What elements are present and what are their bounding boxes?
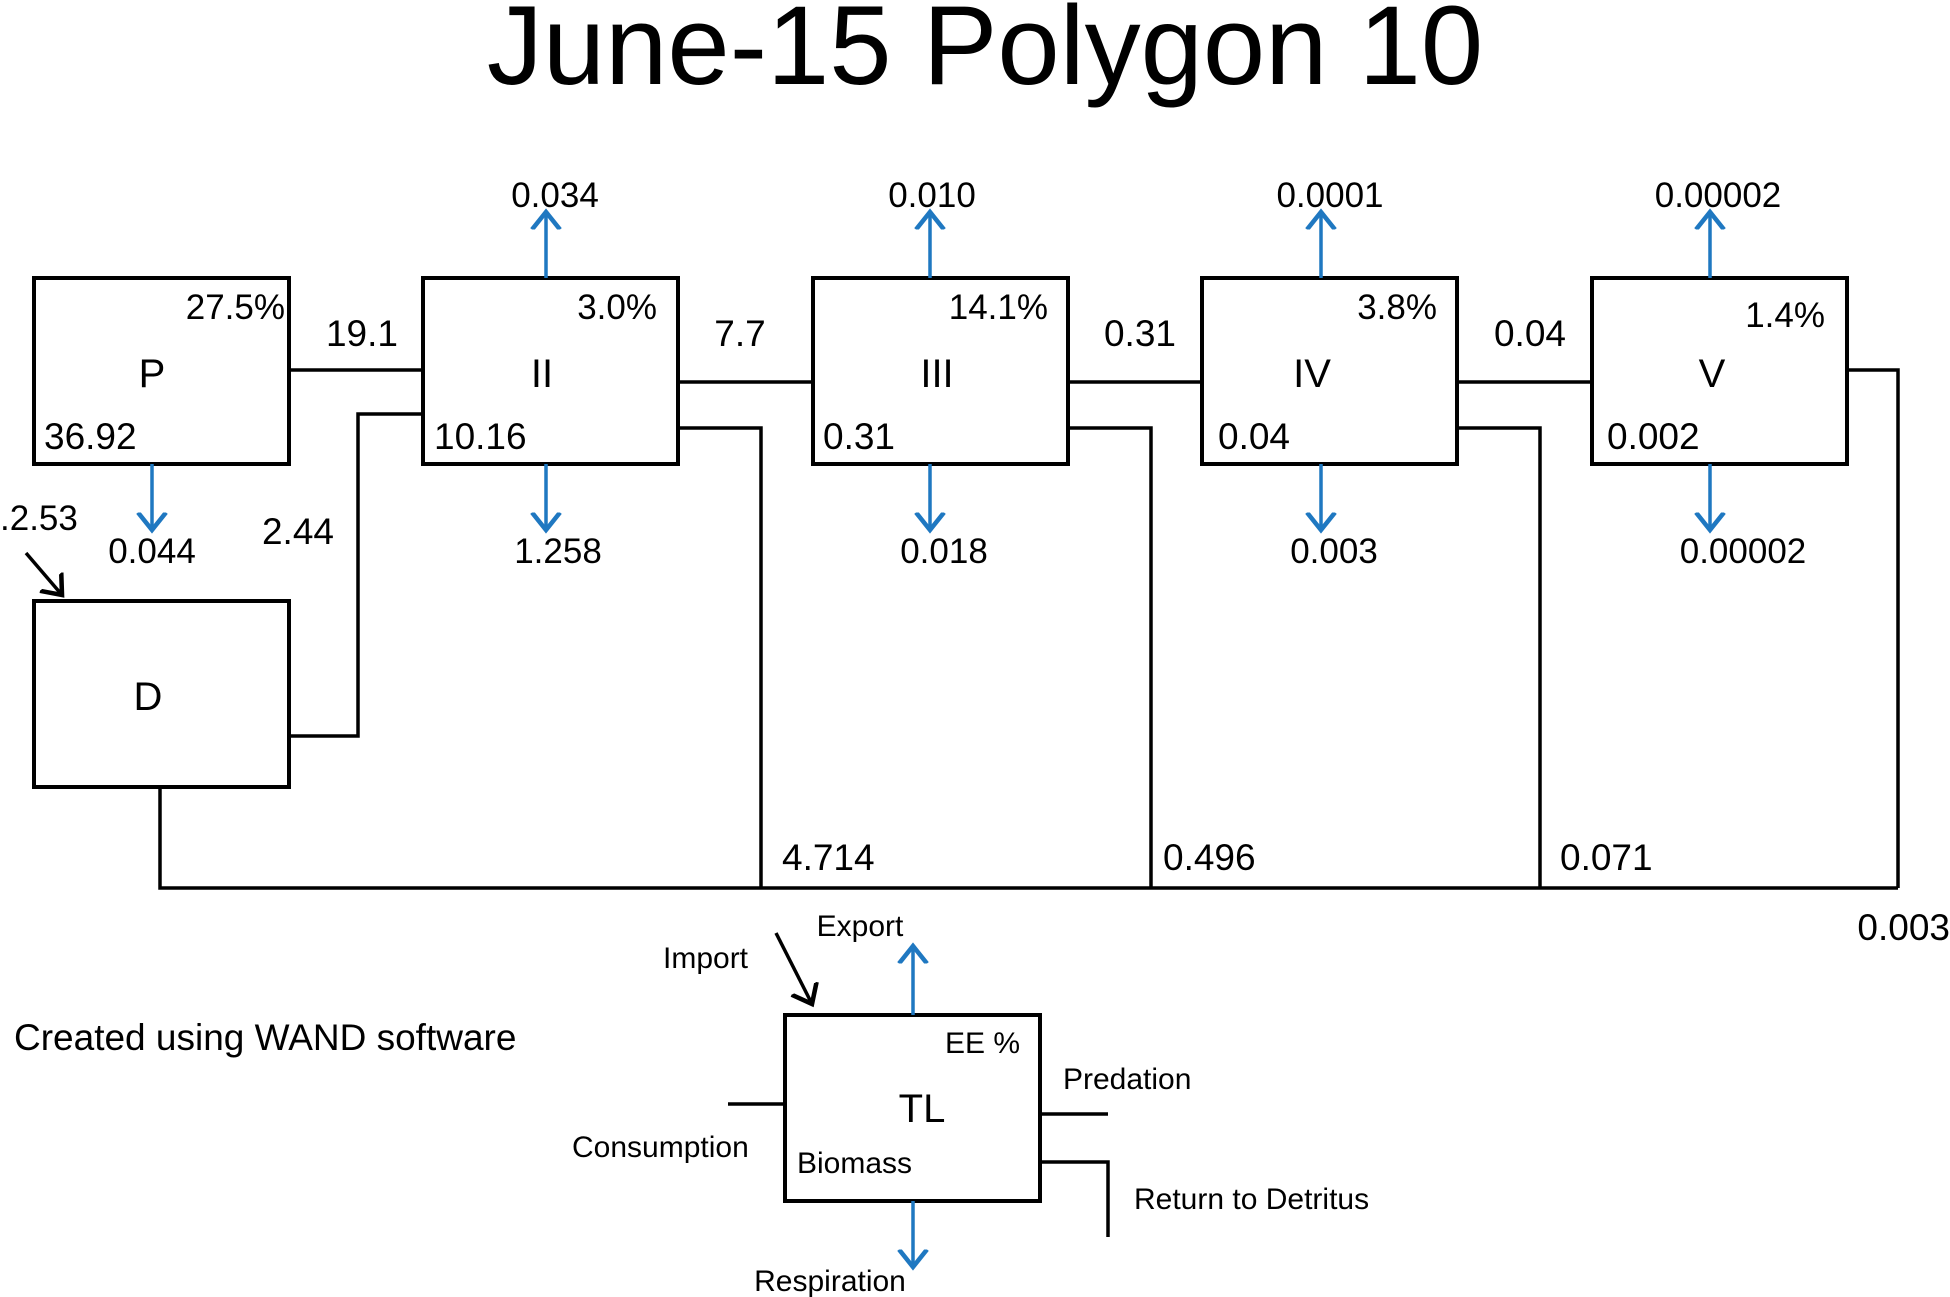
legend: TL EE % Biomass Import Export Consumptio… bbox=[572, 910, 1369, 1297]
legend-import-arrow bbox=[774, 932, 812, 1004]
legend-predation-label: Predation bbox=[1063, 1063, 1191, 1096]
flow-value-III-IV: 0.31 bbox=[1104, 313, 1176, 354]
return-line-III bbox=[1068, 426, 1153, 888]
level-label-III: III bbox=[920, 352, 953, 396]
ee-IV: 3.8% bbox=[1357, 288, 1437, 327]
level-label-D: D bbox=[134, 675, 163, 719]
biomass-P: 36.92 bbox=[44, 416, 137, 457]
detritus-bottom-line bbox=[158, 787, 1898, 890]
legend-export-label: Export bbox=[817, 910, 904, 943]
export-value-III: 0.010 bbox=[888, 176, 976, 215]
legend-ee-label: EE % bbox=[945, 1027, 1020, 1060]
flow-value-II-III: 7.7 bbox=[714, 313, 765, 354]
level-label-V: V bbox=[1699, 352, 1726, 396]
box-IV bbox=[1200, 276, 1459, 466]
export-value-IV: 0.0001 bbox=[1276, 176, 1383, 215]
legend-tl-label: TL bbox=[899, 1087, 946, 1131]
legend-consumption-label: Consumption bbox=[572, 1131, 749, 1164]
box-III bbox=[811, 276, 1070, 466]
ee-V: 1.4% bbox=[1745, 296, 1825, 335]
return-line-V bbox=[1847, 368, 1900, 888]
legend-biomass-label: Biomass bbox=[797, 1147, 912, 1180]
legend-return-label: Return to Detritus bbox=[1134, 1183, 1369, 1216]
ee-II: 3.0% bbox=[577, 288, 657, 327]
legend-respiration-label: Respiration bbox=[754, 1265, 906, 1297]
level-label-II: II bbox=[531, 352, 553, 396]
respiration-value-III: 0.018 bbox=[900, 532, 988, 571]
diagram-title: June-15 Polygon 10 bbox=[487, 0, 1483, 108]
level-label-IV: IV bbox=[1293, 352, 1331, 396]
flow-line-D-II bbox=[289, 412, 423, 738]
level-label-P: P bbox=[139, 352, 166, 396]
return-line-IV bbox=[1457, 426, 1542, 888]
ee-P: 27.5% bbox=[186, 288, 285, 327]
respiration-value-II: 1.258 bbox=[514, 532, 602, 571]
respiration-value-V: 0.00002 bbox=[1680, 532, 1807, 571]
flow-value-IV-V: 0.04 bbox=[1494, 313, 1566, 354]
credit-text: Created using WAND software bbox=[14, 1017, 516, 1058]
respiration-value-P: 0.044 bbox=[108, 532, 196, 571]
biomass-IV: 0.04 bbox=[1218, 416, 1290, 457]
return-value-IV: 0.071 bbox=[1560, 837, 1653, 878]
detritus-import-value: .2.53 bbox=[0, 499, 78, 538]
return-value-V: 0.003 bbox=[1857, 907, 1950, 948]
legend-return-line bbox=[1040, 1160, 1110, 1237]
flow-value-P-II: 19.1 bbox=[326, 313, 398, 354]
biomass-III: 0.31 bbox=[823, 416, 895, 457]
return-value-III: 0.496 bbox=[1163, 837, 1256, 878]
biomass-V: 0.002 bbox=[1607, 416, 1700, 457]
respiration-value-IV: 0.003 bbox=[1290, 532, 1378, 571]
legend-import-label: Import bbox=[663, 942, 749, 975]
flow-value-D-II: 2.44 bbox=[262, 511, 334, 552]
biomass-II: 10.16 bbox=[434, 416, 527, 457]
import-arrow-D bbox=[24, 551, 62, 595]
return-value-II: 4.714 bbox=[782, 837, 875, 878]
export-value-II: 0.034 bbox=[511, 176, 599, 215]
return-line-II bbox=[678, 426, 763, 888]
export-value-V: 0.00002 bbox=[1655, 176, 1782, 215]
ee-III: 14.1% bbox=[949, 288, 1048, 327]
